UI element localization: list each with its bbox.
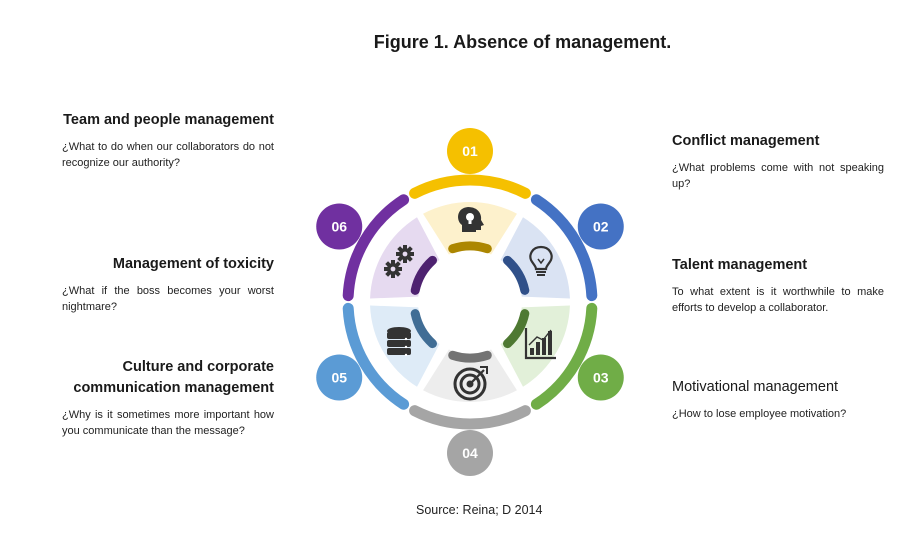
sector-06-inner-arc [410,255,437,295]
badge-05 [316,354,363,401]
sector-02-inner-arc [503,255,530,295]
lightbulb-icon [529,245,553,276]
sector-04-inner-arc [448,350,492,363]
source-caption: Source: Reina; D 2014 [416,503,543,517]
target-icon [453,366,488,401]
item-conflict-management: Conflict management ¿What problems come … [672,131,884,192]
badge-04-label: 04 [462,445,478,461]
bar-chart-icon [524,328,556,360]
sector-04: 04 [409,349,531,476]
sector-06: 06 [316,194,440,302]
item-description: ¿Why is it sometimes more important how … [62,409,274,437]
item-description: To what extent is it worthwhile to make … [672,286,884,314]
item-heading: Talent management [672,257,808,273]
item-team-people-management: Team and people management ¿What to do w… [62,110,274,171]
item-description: ¿What to do when our collaborators do no… [62,141,274,169]
badge-05-label: 05 [331,370,347,386]
sector-04-outer-arc [409,405,531,430]
badge-06-label: 06 [331,219,347,235]
badge-01 [447,128,493,174]
item-heading: Management of toxicity [112,256,274,272]
badge-06 [316,203,363,250]
hexagon-cycle-diagram: 01 02 03 04 05 06 [316,128,624,476]
sector-05-outer-arc [342,302,410,410]
item-culture-communication: Culture and corporate communication mana… [62,357,274,439]
sector-03: 03 [500,302,624,410]
gears-icon [384,245,414,278]
sector-03-outer-arc [530,302,598,410]
item-description: ¿What problems come with not speaking up… [672,162,884,190]
item-heading: Motivational management [672,379,839,395]
item-talent-management: Talent management To what extent is it w… [672,255,884,316]
sector-05: 05 [316,302,440,410]
sector-02: 02 [500,194,624,302]
sector-02-outer-arc [530,194,598,302]
sector-01-inner-arc [448,241,492,254]
item-motivational-management: Motivational management ¿How to lose emp… [672,377,884,422]
badge-02 [577,203,624,250]
item-description: ¿How to lose employee motivation? [672,408,847,420]
item-heading: Team and people management [63,112,274,128]
badge-04 [447,430,493,476]
badge-02-label: 02 [593,219,609,235]
sector-05-inner-arc [410,309,437,349]
sector-06-outer-arc [342,194,410,302]
sector-01: 01 [409,128,531,255]
figure-title: Figure 1. Absence of management. [373,32,672,52]
item-description: ¿What if the boss becomes your worst nig… [62,285,274,313]
item-heading: Conflict management [672,133,820,149]
badge-01-label: 01 [462,143,478,159]
head-lightbulb-icon [458,207,484,232]
sector-01-outer-arc [409,174,531,199]
badge-03 [577,354,624,401]
item-management-of-toxicity: Management of toxicity ¿What if the boss… [62,254,274,315]
item-heading: Culture and corporate communication mana… [73,359,274,396]
sector-03-inner-arc [503,309,530,349]
database-icon [387,327,411,357]
badge-03-label: 03 [593,370,609,386]
